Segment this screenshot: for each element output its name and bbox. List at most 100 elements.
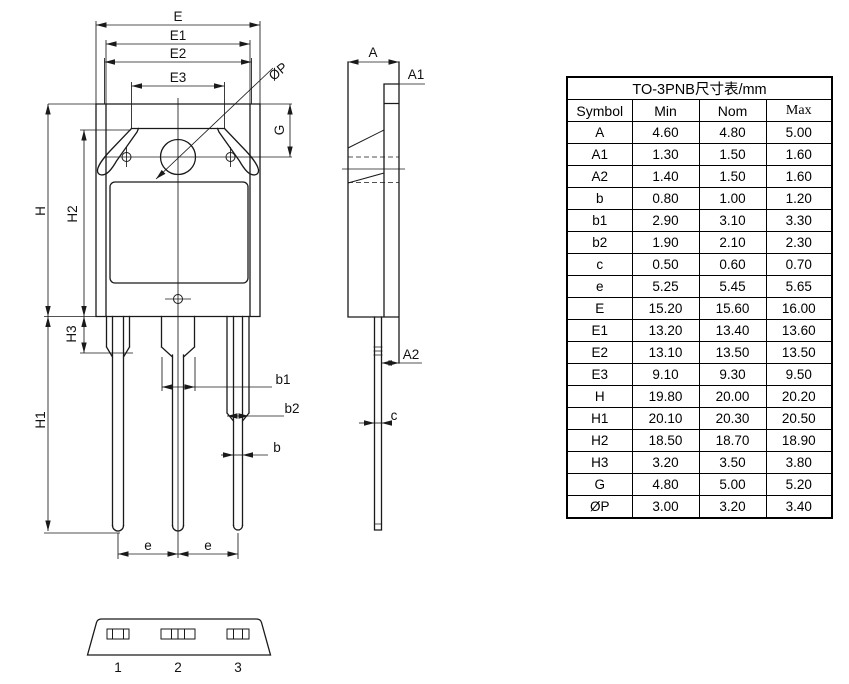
dim-label-H3: H3: [64, 325, 79, 342]
dim-label-A1: A1: [408, 67, 425, 82]
symbol-cell: E: [566, 297, 633, 320]
symbol-cell: E1: [566, 319, 633, 342]
bottom-body-outline: [86, 618, 272, 656]
dim-label-E: E: [173, 9, 182, 24]
dim-label-A2: A2: [403, 347, 420, 362]
dim-label-E2: E2: [170, 46, 187, 61]
symbol-cell: b2: [566, 231, 633, 254]
front-view: E E1 E2 E3 ØP G H H2 H3 H1 b1 b2 b e e: [33, 9, 300, 559]
value-cell: 0.70: [765, 253, 833, 276]
value-cell: 5.00: [765, 121, 833, 144]
value-cell: 1.40: [631, 165, 700, 188]
dim-label-H2: H2: [65, 205, 80, 222]
value-cell: 20.10: [631, 407, 700, 430]
value-cell: 5.25: [631, 275, 700, 298]
value-cell: 4.80: [631, 473, 700, 496]
dim-label-b: b: [273, 440, 281, 455]
value-cell: 3.10: [698, 209, 767, 232]
value-cell: 0.50: [631, 253, 700, 276]
value-cell: 16.00: [765, 297, 833, 320]
symbol-cell: H2: [566, 429, 633, 452]
value-cell: 2.10: [698, 231, 767, 254]
lead-slots: [106, 628, 250, 640]
value-cell: 3.20: [631, 451, 700, 474]
value-cell: 20.30: [698, 407, 767, 430]
value-cell: 5.00: [698, 473, 767, 496]
symbol-cell: c: [566, 253, 633, 276]
value-cell: 3.40: [765, 495, 833, 519]
value-cell: 20.50: [765, 407, 833, 430]
value-cell: 9.10: [631, 363, 700, 386]
hole-chamfer-lines: [347, 129, 385, 184]
value-cell: 0.80: [631, 187, 700, 210]
value-cell: 1.00: [698, 187, 767, 210]
value-cell: 5.20: [765, 473, 833, 496]
value-cell: 15.20: [631, 297, 700, 320]
value-cell: 1.30: [631, 143, 700, 166]
value-cell: 1.60: [765, 165, 833, 188]
dim-label-H1: H1: [33, 411, 48, 428]
dim-label-G: G: [272, 125, 287, 136]
value-cell: 18.70: [698, 429, 767, 452]
symbol-cell: E2: [566, 341, 633, 364]
symbol-cell: G: [566, 473, 633, 496]
value-cell: 5.65: [765, 275, 833, 298]
table-title: TO-3PNB尺寸表/mm: [566, 76, 833, 100]
symbol-cell: H3: [566, 451, 633, 474]
value-cell: 19.80: [631, 385, 700, 408]
dim-label-b1: b1: [275, 372, 290, 387]
die-pad-marking: [109, 181, 249, 284]
value-cell: 5.45: [698, 275, 767, 298]
value-cell: 20.20: [765, 385, 833, 408]
value-cell: 9.50: [765, 363, 833, 386]
value-cell: 1.20: [765, 187, 833, 210]
dim-label-b2: b2: [284, 401, 299, 416]
value-cell: 3.80: [765, 451, 833, 474]
value-cell: 2.90: [631, 209, 700, 232]
value-cell: 3.30: [765, 209, 833, 232]
dim-label-OP: ØP: [266, 60, 291, 84]
table-header-row: Symbol Min Nom Max: [566, 99, 833, 122]
bottom-view: 1 2 3: [86, 618, 272, 675]
pin-label-2: 2: [174, 660, 182, 675]
value-cell: 18.50: [631, 429, 700, 452]
hidden-hole-lines: [348, 156, 399, 183]
value-cell: 1.50: [698, 143, 767, 166]
col-header-min: Min: [631, 99, 700, 122]
value-cell: 18.90: [765, 429, 833, 452]
value-cell: 13.20: [631, 319, 700, 342]
dim-label-c: c: [391, 408, 398, 423]
value-cell: 0.60: [698, 253, 767, 276]
value-cell: 13.40: [698, 319, 767, 342]
dim-label-E1: E1: [170, 28, 187, 43]
dim-label-A: A: [368, 45, 377, 60]
col-header-max: Max: [765, 99, 833, 122]
table-title-row: TO-3PNB尺寸表/mm: [566, 76, 833, 100]
value-cell: 13.50: [765, 341, 833, 364]
dim-label-e-right: e: [204, 538, 212, 553]
left-notch: [96, 127, 140, 176]
side-view: A A1 A2 c: [342, 45, 425, 531]
package-outline-drawing: E E1 E2 E3 ØP G H H2 H3 H1 b1 b2 b e e A…: [33, 9, 425, 675]
symbol-cell: b1: [566, 209, 633, 232]
pin-label-1: 1: [114, 660, 122, 675]
col-header-symbol: Symbol: [566, 99, 633, 122]
value-cell: 3.00: [631, 495, 700, 519]
